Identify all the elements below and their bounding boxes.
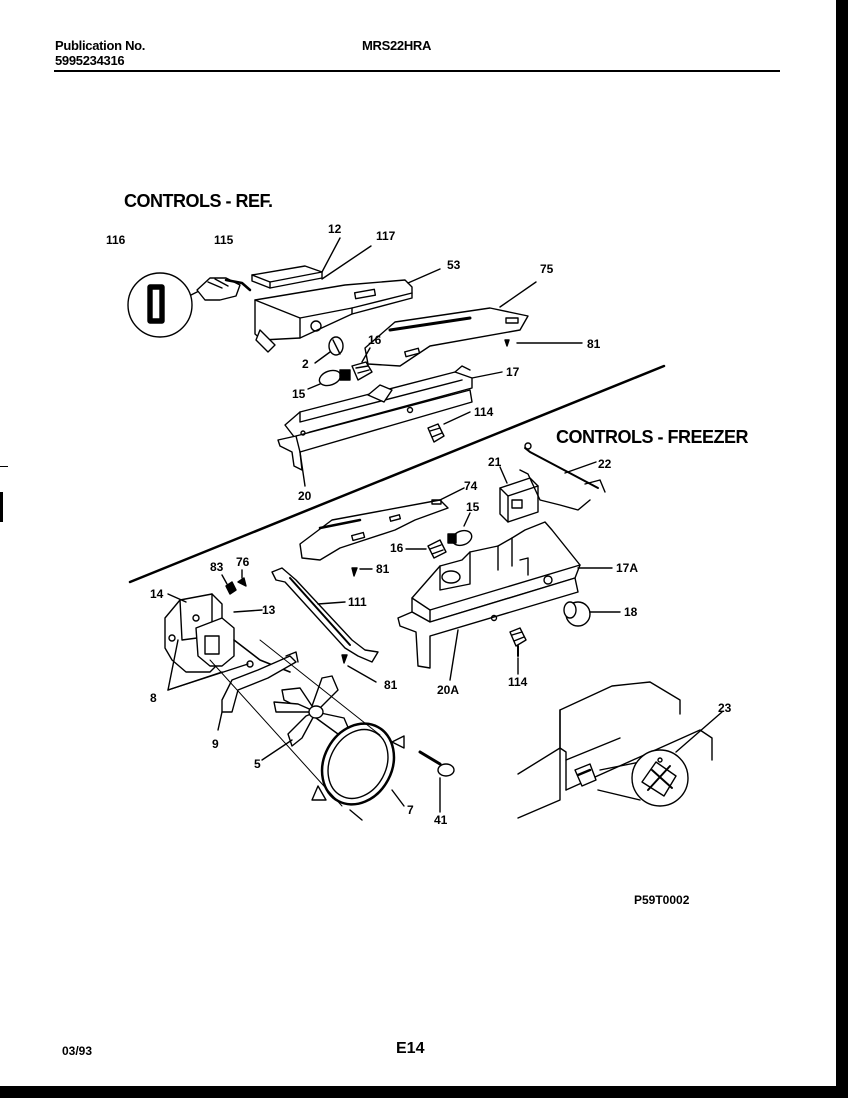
- callout-2: 2: [302, 357, 309, 371]
- part-115-connector: [196, 277, 252, 301]
- part-16-socket-ref: [351, 347, 373, 381]
- part-41-screw: [418, 750, 455, 813]
- callout-53: 53: [447, 258, 461, 272]
- callout-9: 9: [212, 737, 219, 751]
- callout-81-fan: 81: [384, 678, 398, 692]
- callout-23: 23: [718, 701, 732, 715]
- part-13-fan-motor: [195, 609, 291, 673]
- diagram-code: P59T0002: [634, 893, 690, 907]
- part-83-clip: [221, 574, 237, 595]
- callout-13: 13: [262, 603, 276, 617]
- part-21-thermostat: [499, 466, 591, 523]
- section-title-ref: CONTROLS - REF.: [124, 191, 273, 211]
- part-74-plate: [299, 487, 465, 561]
- part-53-control-housing: [254, 268, 441, 353]
- part-81-screw-fan: [341, 654, 377, 683]
- parts-diagram-sheet: Publication No. 5995234316 MRS22HRA CONT…: [0, 0, 836, 1086]
- footer-date: 03/93: [62, 1044, 93, 1058]
- callout-116: 116: [106, 233, 126, 247]
- part-5-fan-blade: [261, 675, 351, 761]
- section-title-freezer: CONTROLS - FREEZER: [556, 427, 749, 447]
- callout-41: 41: [434, 813, 448, 827]
- part-76-screw: [237, 569, 247, 587]
- callout-20: 20: [298, 489, 312, 503]
- part-116-detail-circle: [127, 272, 204, 338]
- part-111-harness: [271, 567, 379, 663]
- section-divider-line: [128, 364, 666, 584]
- callout-114-freezer: 114: [508, 675, 528, 689]
- model-number: MRS22HRA: [362, 38, 432, 53]
- part-117-leader: [321, 245, 372, 280]
- callout-14: 14: [150, 587, 164, 601]
- part-81-screw-freezer: [351, 567, 373, 577]
- header-rule: [54, 70, 780, 72]
- part-20-lens: [277, 389, 473, 487]
- callout-16-ref: 16: [368, 333, 382, 347]
- part-8-grommets: [167, 639, 254, 691]
- callout-111: 111: [348, 595, 367, 609]
- callout-16-freezer: 16: [390, 541, 404, 555]
- part-15-bulb-ref: [307, 369, 351, 390]
- callout-12: 12: [328, 222, 342, 236]
- callout-117: 117: [376, 229, 396, 243]
- callout-75: 75: [540, 262, 554, 276]
- part-23-cabinet-detail: [517, 681, 723, 819]
- publication-label: Publication No.: [55, 38, 146, 53]
- callout-17: 17: [506, 365, 520, 379]
- part-15-bulb-freezer: [447, 512, 473, 547]
- part-12-cover: [251, 265, 323, 289]
- callout-5: 5: [254, 757, 261, 771]
- exploded-parts-drawing: 116 115 12 117 53 75 81 2 16 15 17 114 2…: [106, 222, 732, 827]
- callout-15-ref: 15: [292, 387, 306, 401]
- part-114-clip-freezer: [509, 627, 527, 675]
- part-22-capillary: [524, 442, 606, 493]
- callout-114-ref: 114: [474, 405, 494, 419]
- callout-22: 22: [598, 457, 612, 471]
- part-20A-lens: [397, 577, 579, 681]
- part-114-clip-ref: [406, 406, 471, 443]
- callout-21: 21: [488, 455, 502, 469]
- callout-76: 76: [236, 555, 250, 569]
- part-12-leader: [321, 237, 341, 273]
- callout-83: 83: [210, 560, 224, 574]
- callout-17A: 17A: [616, 561, 638, 575]
- callout-115: 115: [214, 233, 234, 247]
- part-18-knob: [563, 601, 621, 627]
- callout-81-ref: 81: [587, 337, 601, 351]
- part-7-shroud-ring: [311, 722, 405, 821]
- scan-edge-mark: [0, 492, 3, 522]
- callout-7: 7: [407, 803, 414, 817]
- callout-20A: 20A: [437, 683, 459, 697]
- page-number: E14: [396, 1040, 425, 1057]
- callout-18: 18: [624, 605, 638, 619]
- part-2-knob: [314, 336, 344, 364]
- callout-74: 74: [464, 479, 478, 493]
- part-16-socket-freezer: [405, 539, 447, 559]
- part-75-plate: [364, 281, 537, 367]
- publication-number: 5995234316: [55, 53, 125, 68]
- callout-8: 8: [150, 691, 157, 705]
- scan-edge-mark: [0, 466, 8, 467]
- part-9-bracket: [217, 651, 299, 731]
- callout-labels: 116 115 12 117 53 75 81 2 16 15 17 114 2…: [106, 222, 732, 827]
- part-81-screw-ref: [504, 339, 583, 347]
- callout-81-freezer: 81: [376, 562, 390, 576]
- callout-15-freezer: 15: [466, 500, 480, 514]
